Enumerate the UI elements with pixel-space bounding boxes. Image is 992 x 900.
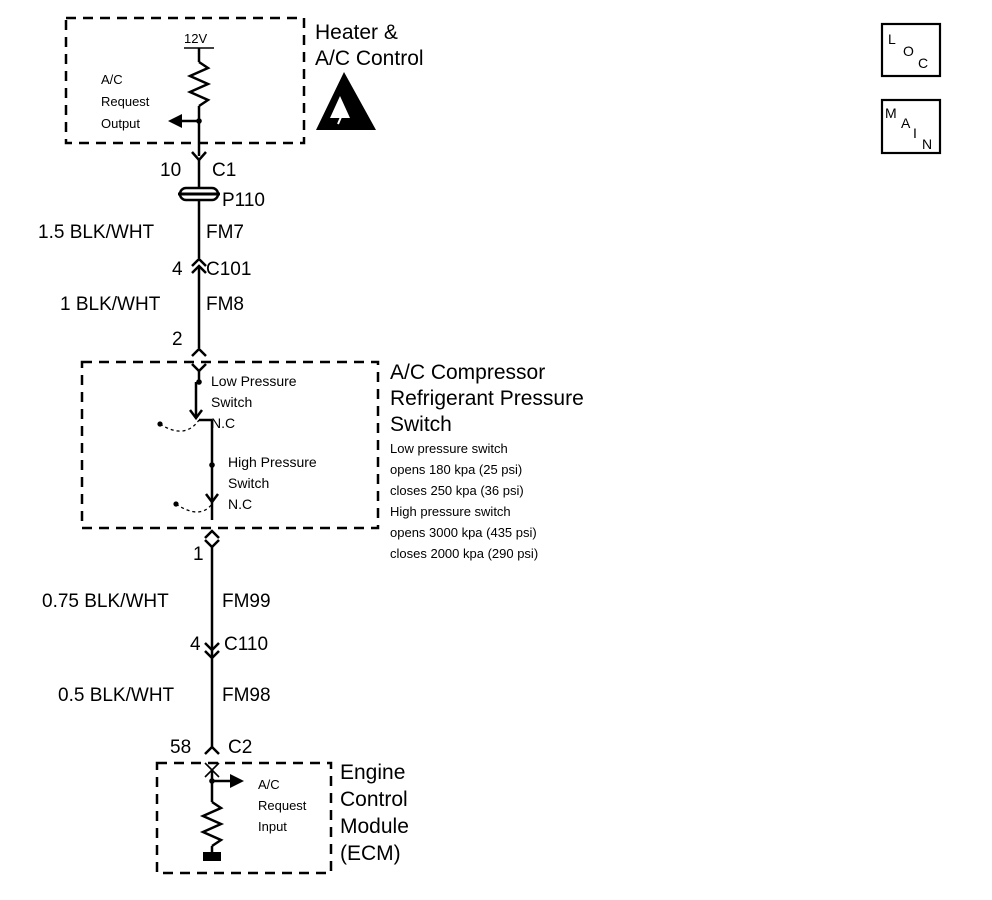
voltage-label: 12V [184,31,207,46]
svg-text:I: I [913,125,917,141]
output-label-line1: A/C [101,72,123,87]
c101-pin: 4 [172,259,183,280]
connector-c101: 4 C101 [172,257,251,280]
low-switch-label1: Low Pressure [211,373,297,389]
ecm-title-line4: (ECM) [340,842,401,865]
switch-title-line1: A/C Compressor [390,361,545,384]
ecm-module: 58 C2 A/C Request Input Engine Control M… [155,737,409,875]
connector-c1: 10 C1 [160,140,236,181]
ecm-box [155,761,333,875]
svg-text:C: C [918,55,928,71]
low-switch-label2: Switch [211,394,252,410]
high-switch-label3: N.C [228,496,252,512]
fm7-wire-label: 1.5 BLK/WHT [38,222,155,243]
spec-line2: opens 180 kpa (25 psi) [390,462,522,477]
low-switch-label3: N.C [211,415,235,431]
switch-pin-2: 2 [172,329,183,350]
esd-warning-icon [316,72,376,130]
ecm-title-line3: Module [340,815,409,838]
fm98-wire-label: 0.5 BLK/WHT [58,685,175,706]
spec-line4: High pressure switch [390,504,511,519]
svg-text:A: A [901,115,911,131]
pressure-switch-module: 2 Low Pressure Switch N.C High Pressure … [80,329,584,561]
c1-label: C1 [212,160,236,181]
fm99-wire-label: 0.75 BLK/WHT [42,591,169,612]
spec-line6: closes 2000 kpa (290 psi) [390,546,538,561]
p110-label: P110 [222,190,265,211]
input-label-line3: Input [258,819,287,834]
c101-label: C101 [206,259,251,280]
ecm-title-line2: Control [340,788,408,811]
high-switch-label1: High Pressure [228,454,317,470]
switch-title-line3: Switch [390,413,452,436]
fm8-circuit-label: FM8 [206,294,244,315]
main-button[interactable]: M A I N [880,98,942,155]
heater-title-line2: A/C Control [315,47,424,70]
heater-module-box [64,16,306,145]
splice-p110: P110 [178,178,265,211]
svg-text:O: O [903,43,914,59]
heater-ac-control-module: 12V A/C Request Output Heater & A/C Cont… [64,16,424,145]
spec-line3: closes 250 kpa (36 psi) [390,483,524,498]
spec-line1: Low pressure switch [390,441,508,456]
heater-title-line1: Heater & [315,21,398,44]
switch-pin-1: 1 [193,544,204,565]
high-switch-label2: Switch [228,475,269,491]
svg-text:L: L [888,31,896,47]
c110-label: C110 [224,634,268,655]
spec-line5: opens 3000 kpa (435 psi) [390,525,537,540]
svg-text:N: N [922,136,932,152]
pressure-switch-box [80,360,380,530]
input-label-line2: Request [258,798,307,813]
loc-button[interactable]: L O C [880,22,942,78]
pullup-resistor [186,60,212,108]
fm8-wire-label: 1 BLK/WHT [60,294,161,315]
svg-text:M: M [885,105,897,121]
output-label-line3: Output [101,116,140,131]
c110-pin: 4 [190,634,201,655]
fm7-circuit-label: FM7 [206,222,244,243]
ground-icon [203,852,221,861]
output-label-line2: Request [101,94,150,109]
c2-label: C2 [228,737,252,758]
fm99-circuit-label: FM99 [222,591,271,612]
c2-pin: 58 [170,737,191,758]
c1-pin: 10 [160,160,181,181]
switch-title-line2: Refrigerant Pressure [390,387,584,410]
fm98-circuit-label: FM98 [222,685,271,706]
ecm-title-line1: Engine [340,761,405,784]
ecm-resistor [199,800,225,848]
connector-c110: 4 C110 [190,634,268,660]
input-label-line1: A/C [258,777,280,792]
